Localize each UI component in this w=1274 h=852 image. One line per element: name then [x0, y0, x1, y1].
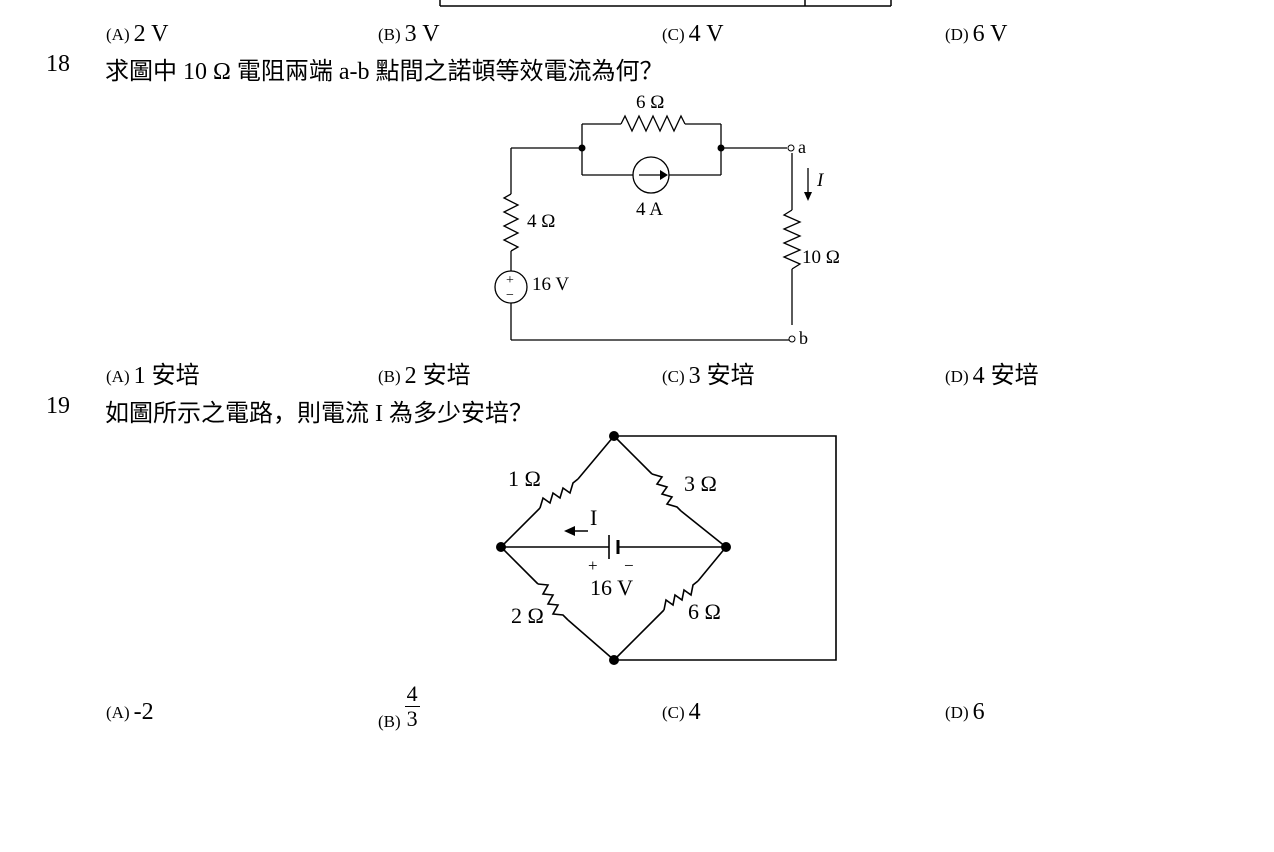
q17-option-c[interactable]: (C)4 V: [662, 21, 724, 48]
q18-option-a[interactable]: (A)1 安培: [106, 363, 200, 390]
q18-label-r-left: 4 Ω: [527, 211, 555, 232]
q18-label-voltage-source: 16 V: [532, 274, 569, 295]
q19-option-d[interactable]: (D)6: [945, 699, 985, 726]
option-label: (A): [106, 703, 130, 722]
q18-question-text: 求圖中 10 Ω 電阻兩端 a-b 點間之諾頓等效電流為何？: [105, 59, 664, 85]
option-value: 2 安培: [404, 363, 471, 389]
option-value: -2: [133, 699, 154, 725]
q18-minus-sign: −: [506, 288, 514, 303]
option-label: (B): [378, 25, 401, 44]
q19-resistor-1ohm: [539, 478, 579, 509]
q18-label-current-source: 4 A: [636, 199, 663, 220]
option-label: (C): [662, 703, 685, 722]
option-value: 6: [972, 699, 985, 725]
previous-table-fragment: [439, 0, 892, 7]
q18-label-r-load: 10 Ω: [802, 247, 840, 268]
q18-plus-sign: +: [506, 273, 514, 288]
option-label: (D): [945, 703, 969, 722]
fraction-denominator: 3: [406, 706, 418, 731]
q17-option-a[interactable]: (A)2 V: [106, 21, 169, 48]
q19-label-r2: 3 Ω: [684, 471, 717, 496]
fraction-numerator: 4: [404, 681, 420, 707]
q19-label-current: I: [590, 505, 597, 530]
q19-minus-sign: −: [624, 556, 634, 575]
q18-option-b[interactable]: (B)2 安培: [378, 363, 471, 390]
option-value: 3 V: [404, 21, 440, 47]
q18-number: 18: [46, 51, 70, 77]
q18-resistor-10ohm: [782, 209, 802, 270]
option-value: 4 安培: [972, 363, 1039, 389]
q17-option-d[interactable]: (D)6 V: [945, 21, 1008, 48]
q18-label-node-a: a: [798, 137, 806, 157]
option-label: (C): [662, 25, 685, 44]
option-value: 2 V: [133, 21, 169, 47]
q17-option-b[interactable]: (B)3 V: [378, 21, 440, 48]
q18-label-r-top: 6 Ω: [636, 92, 664, 113]
q18-option-d[interactable]: (D)4 安培: [945, 363, 1039, 390]
option-label: (C): [662, 367, 685, 386]
option-value: 4: [688, 699, 701, 725]
q19-plus-sign: +: [588, 556, 598, 575]
option-value: 1 安培: [133, 363, 200, 389]
q19-label-battery: 16 V: [590, 575, 633, 600]
q19-label-r4: 6 Ω: [688, 599, 721, 624]
q18-terminal-a: [787, 144, 795, 152]
option-value: 3 安培: [688, 363, 755, 389]
option-label: (A): [106, 25, 130, 44]
q19-question-text: 如圖所示之電路，則電流 I 為多少安培？: [105, 401, 533, 427]
q19-resistor-6ohm: [663, 580, 699, 611]
q19-resistor-2ohm: [537, 583, 569, 621]
q19-number: 19: [46, 393, 70, 419]
option-label: (B): [378, 367, 401, 386]
option-label: (D): [945, 367, 969, 386]
q18-option-c[interactable]: (C)3 安培: [662, 363, 755, 390]
q18-label-node-b: b: [799, 328, 808, 348]
q19-option-c[interactable]: (C)4: [662, 699, 701, 726]
q18-resistor-6ohm: [620, 114, 686, 133]
q18-resistor-4ohm: [502, 193, 520, 252]
q19-option-a[interactable]: (A)-2: [106, 699, 154, 726]
q18-label-current: I: [816, 170, 825, 191]
option-label: (B): [378, 712, 401, 732]
option-label: (D): [945, 25, 969, 44]
q19-resistor-3ohm: [651, 473, 682, 512]
option-value: 4 V: [688, 21, 724, 47]
q18-terminal-b: [788, 335, 796, 343]
q19-label-r3: 2 Ω: [511, 603, 544, 628]
q19-label-r1: 1 Ω: [508, 466, 541, 491]
option-label: (A): [106, 367, 130, 386]
option-value: 6 V: [972, 21, 1008, 47]
